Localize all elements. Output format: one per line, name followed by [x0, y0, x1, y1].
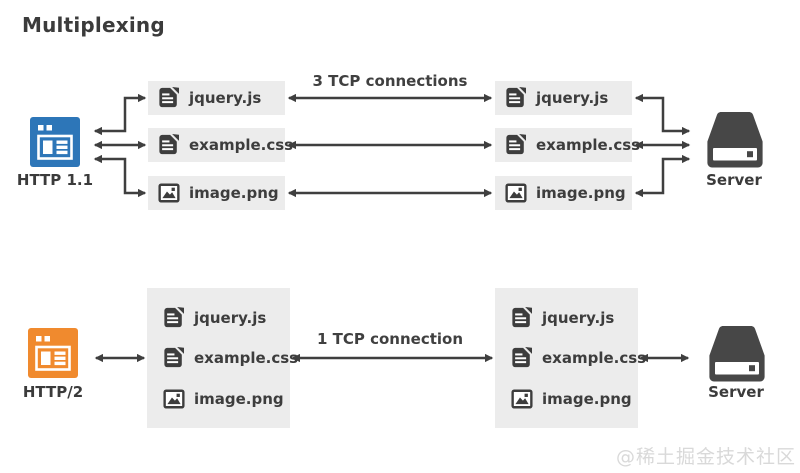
- file-label: image.png: [189, 184, 279, 202]
- document-icon: [505, 134, 527, 156]
- document-icon: [158, 134, 180, 156]
- page-title: Multiplexing: [22, 13, 165, 37]
- document-icon: [163, 347, 185, 369]
- arrow-http1-client-image: [93, 154, 147, 198]
- file-label: image.png: [536, 184, 626, 202]
- file-label: jquery.js: [542, 308, 615, 327]
- multiplexed-box-client: jquery.js example.css image.png: [147, 288, 298, 428]
- document-icon: [511, 347, 533, 369]
- arrow-http1-client-jquery: [93, 93, 147, 136]
- document-icon: [163, 307, 185, 329]
- file-label: example.css: [542, 349, 647, 367]
- document-icon: [158, 87, 180, 109]
- browser-window-icon: [28, 328, 78, 378]
- file-label: image.png: [194, 389, 284, 408]
- server-icon: [706, 112, 764, 168]
- file-label: example.css: [194, 349, 299, 367]
- document-icon: [511, 307, 533, 329]
- watermark: @稀土掘金技术社区: [615, 446, 796, 468]
- multiplexed-box-server: jquery.js example.css image.png: [495, 288, 646, 428]
- image-icon: [158, 182, 180, 204]
- arrow-http1-server-image: [634, 154, 691, 198]
- http2-server-label: Server: [708, 383, 764, 401]
- file-row-image: image.png: [163, 388, 290, 410]
- file-label: jquery.js: [536, 89, 609, 107]
- file-label: jquery.js: [189, 89, 262, 107]
- http2-connection-label: 1 TCP connection: [316, 330, 464, 348]
- arrow-http1-server-jquery: [634, 93, 691, 136]
- file-label: image.png: [542, 389, 632, 408]
- file-box-client-image: image.png: [148, 176, 285, 210]
- image-icon: [505, 182, 527, 204]
- file-row-jquery: jquery.js: [163, 307, 290, 329]
- arrow-group: [93, 93, 691, 363]
- http1-server-label: Server: [706, 171, 762, 189]
- file-row-css: example.css: [511, 347, 646, 369]
- file-box-server-jquery: jquery.js: [495, 81, 632, 115]
- file-label: example.css: [189, 136, 294, 154]
- image-icon: [163, 388, 185, 410]
- file-box-client-jquery: jquery.js: [148, 81, 285, 115]
- browser-window-icon: [30, 117, 80, 167]
- http2-client-label: HTTP/2: [22, 383, 84, 401]
- file-label: example.css: [536, 136, 641, 154]
- file-row-jquery: jquery.js: [511, 307, 638, 329]
- file-label: jquery.js: [194, 308, 267, 327]
- file-box-client-css: example.css: [148, 128, 293, 162]
- http1-client-label: HTTP 1.1: [16, 171, 94, 189]
- file-box-server-css: example.css: [495, 128, 640, 162]
- document-icon: [505, 87, 527, 109]
- server-icon: [708, 326, 766, 382]
- file-row-css: example.css: [163, 347, 298, 369]
- http1-connection-label: 3 TCP connections: [312, 72, 468, 90]
- image-icon: [511, 388, 533, 410]
- file-row-image: image.png: [511, 388, 638, 410]
- file-box-server-image: image.png: [495, 176, 632, 210]
